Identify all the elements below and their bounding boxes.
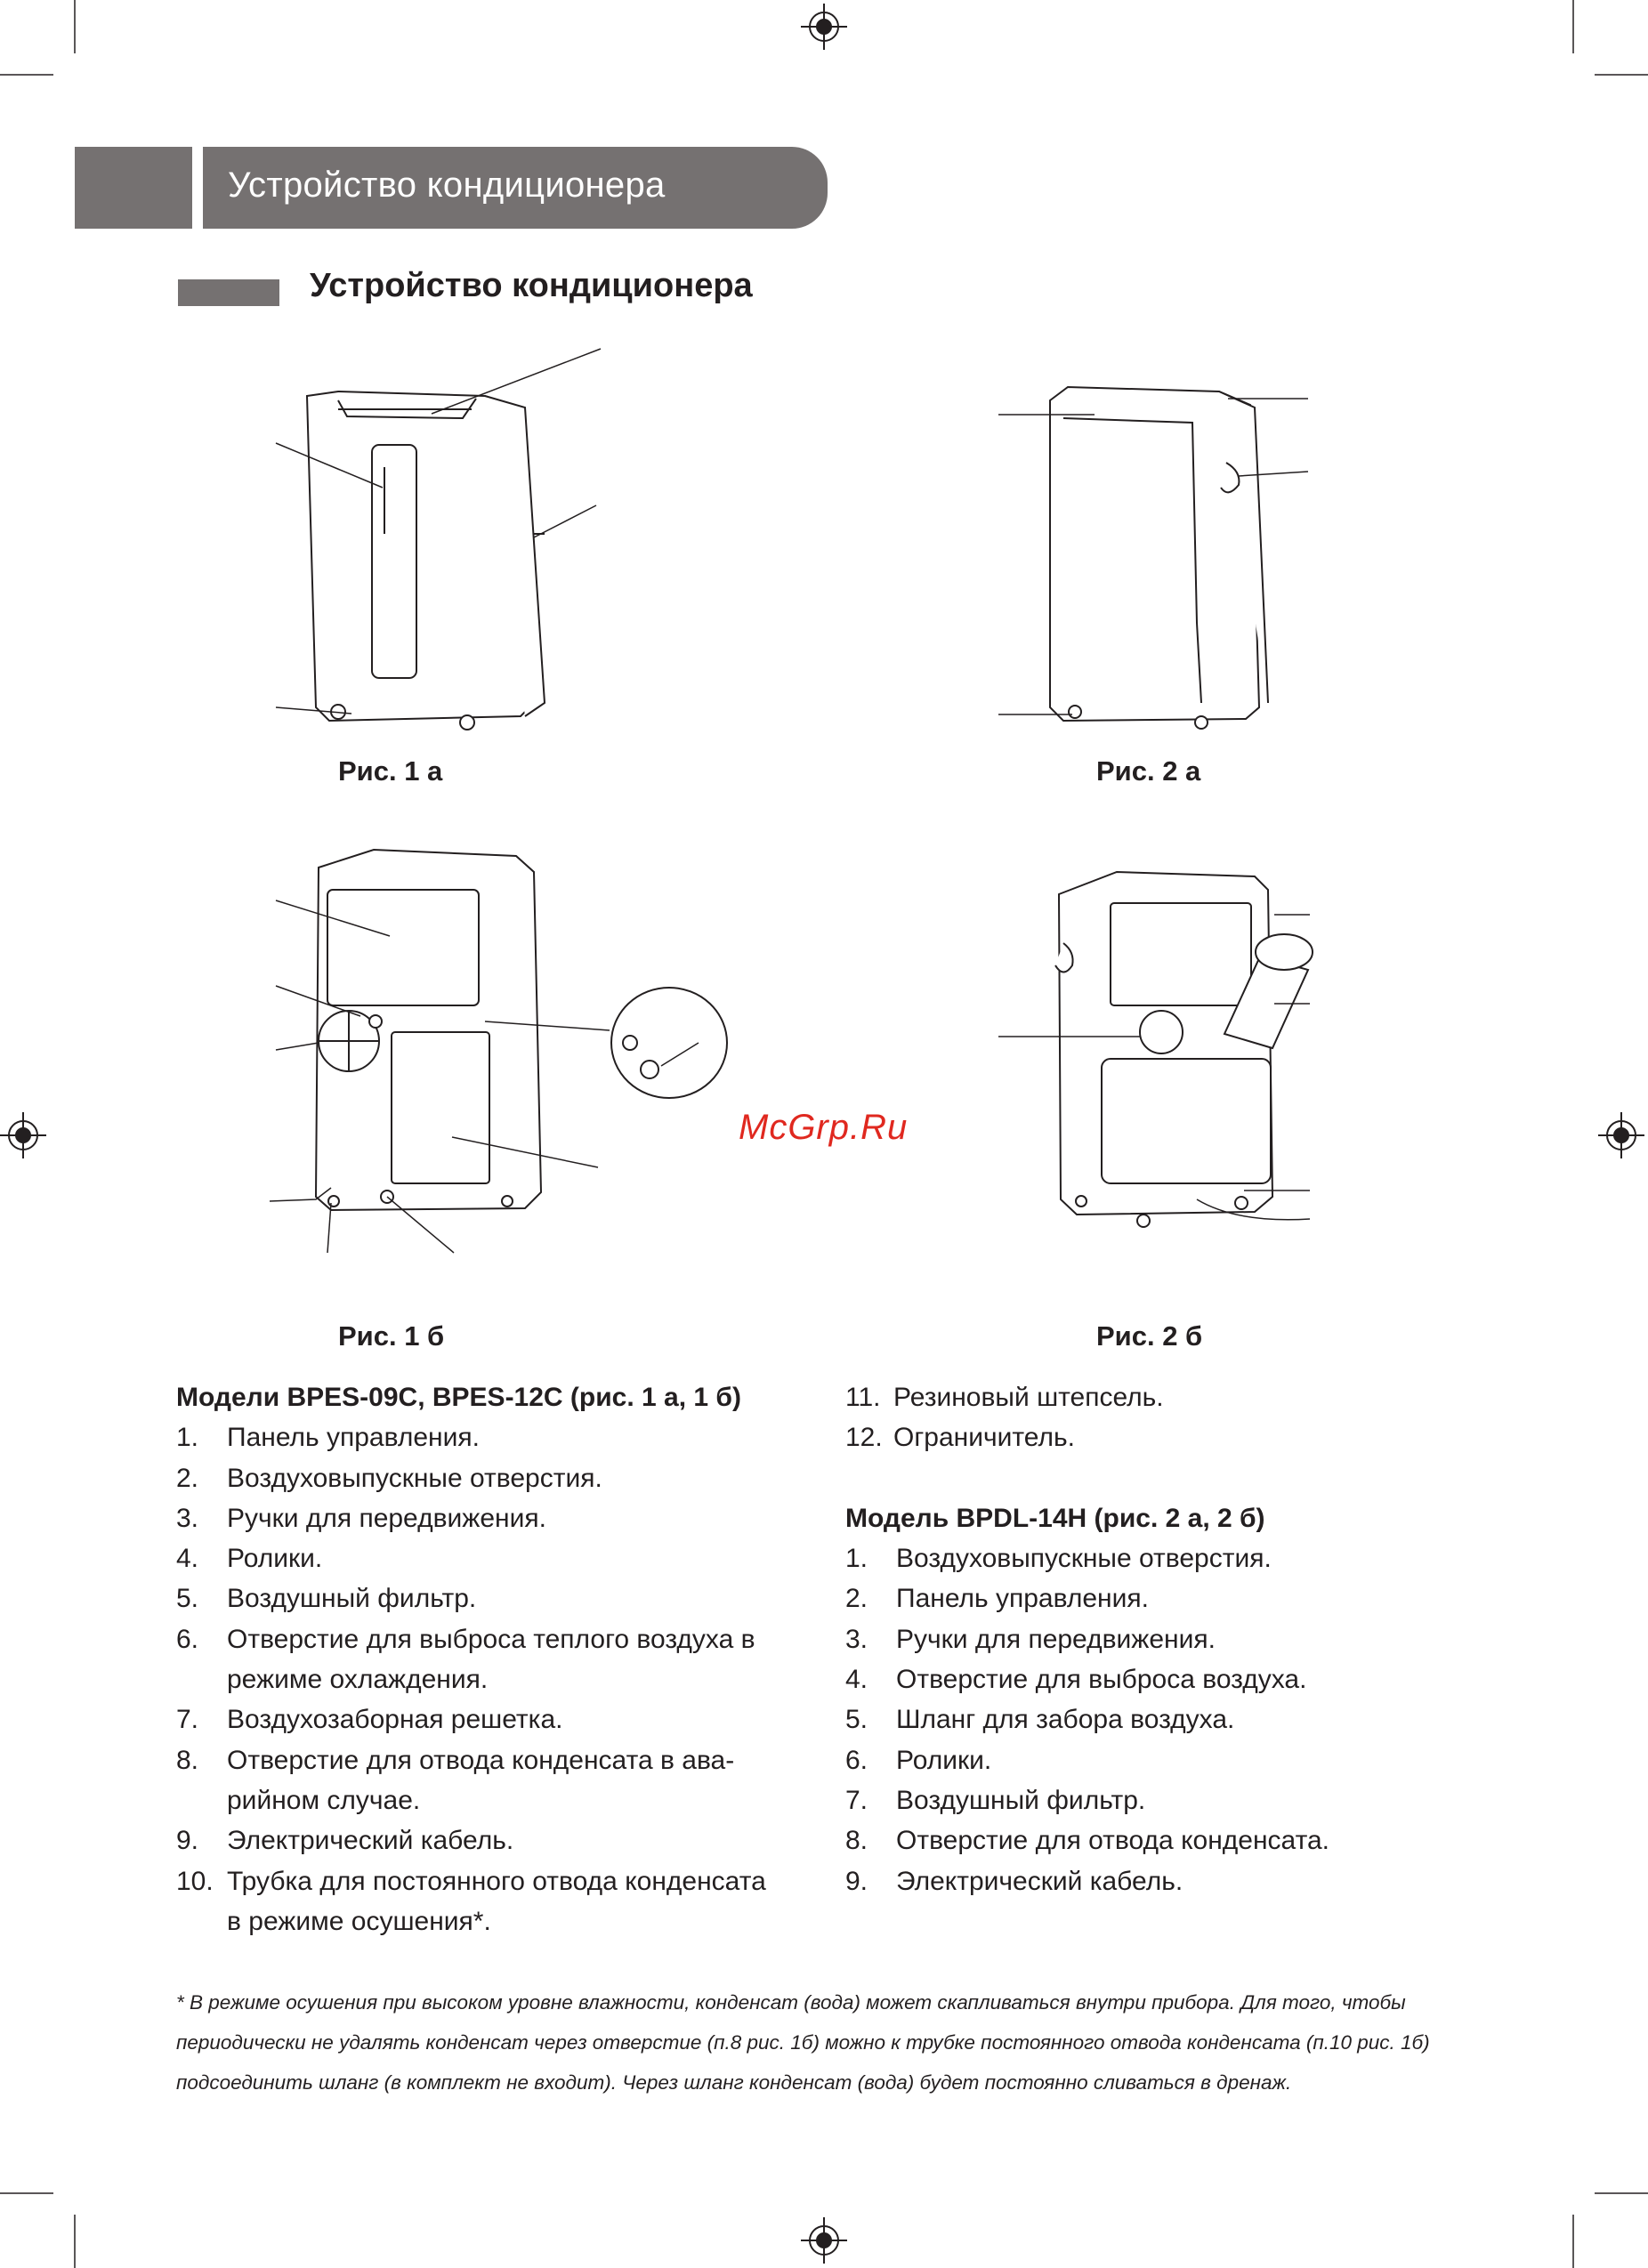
header-tab-block <box>75 147 192 229</box>
models-bpes-items: 1. Панель управления. 2. Воздуховыпускные о… <box>176 1417 817 1941</box>
list-item-text: Отверстие для отвода конденсата. <box>896 1826 1329 1856</box>
header-bar <box>203 147 828 229</box>
list-item-text: Ручки для передвижения. <box>227 1503 546 1533</box>
list-item-text: Шланг для забора воздуха. <box>896 1705 1235 1735</box>
list-item: 2. Воздуховыпускные отверстия. <box>176 1458 817 1498</box>
unit-front-1a-illustration <box>305 390 546 730</box>
footnote-line: * В режиме осушения при высоком уровне в… <box>176 1991 1406 2014</box>
unit-rear-1b-illustration <box>314 848 728 1212</box>
watermark: McGrp.Ru <box>739 1108 909 1147</box>
list-item-text: Воздушный фильтр. <box>896 1785 1146 1815</box>
section-marker <box>178 279 279 306</box>
leader-lines-2b <box>998 914 1311 1221</box>
list-item-number: 1. <box>845 1544 868 1574</box>
list-item-text: Трубка для постоянного отвода конденсата <box>227 1866 766 1896</box>
list-item-number: 4. <box>176 1544 199 1574</box>
list-item: 1. Воздуховыпускные отверстия. <box>845 1538 1468 1578</box>
list-item: 3. Ручки для передвижения. <box>845 1619 1468 1659</box>
list-item: 4. Ролики. <box>176 1538 817 1578</box>
list-item-text: Резиновый штепсель. <box>893 1383 1164 1412</box>
list-item-number: 8. <box>176 1745 199 1775</box>
list-item: 2. Панель управления. <box>845 1578 1468 1618</box>
list-item-number: 1. <box>176 1423 199 1453</box>
list-item-text: Ручки для передвижения. <box>896 1624 1216 1654</box>
list-item-number: 8. <box>845 1826 868 1856</box>
list-item-text: Панель управления. <box>896 1584 1149 1614</box>
footnote: * В режиме осушения при высоком уровне в… <box>176 1982 1475 2103</box>
list-item: 3. Ручки для передвижения. <box>176 1498 817 1538</box>
leader-lines-2a <box>998 398 1309 715</box>
list-item-number: 2. <box>176 1463 199 1493</box>
list-item-number: 9. <box>845 1866 868 1896</box>
leader-lines-1a <box>275 348 602 714</box>
list-item-text: Ролики. <box>896 1745 992 1775</box>
list-item-number: 6. <box>176 1624 199 1654</box>
list-item: 10. Трубка для постоянного отвода конденс… <box>176 1861 817 1942</box>
list-item: 12. Ограничитель. <box>845 1417 1468 1457</box>
list-item-text: Электрический кабель. <box>896 1866 1183 1896</box>
figure-caption-1a: Рис. 1 а <box>338 755 443 787</box>
list-item-text: Электрический кабель. <box>227 1826 514 1856</box>
list-item-number: 2. <box>845 1584 868 1614</box>
list-item-number: 5. <box>845 1705 868 1735</box>
models-right-column: 11. Резиновый штепсель. 12. Ограничитель. М… <box>845 1377 1468 1901</box>
unit-rear-2b-illustration <box>1054 870 1313 1228</box>
list-item: 7. Воздухозаборная решетка. <box>176 1699 817 1739</box>
list-item-text: Отверстие для выброса воздуха. <box>896 1665 1307 1695</box>
registration-marks <box>0 4 1644 2264</box>
list-item-number: 3. <box>845 1624 868 1654</box>
models-bpes-items-continued: 11. Резиновый штепсель. 12. Ограничитель. <box>845 1377 1468 1458</box>
list-item-text: в режиме осушения*. <box>227 1906 491 1936</box>
section-title: Устройство кондиционера <box>310 267 753 304</box>
list-item-number: 12. <box>845 1423 883 1453</box>
footnote-line: подсоединить шланг (в комплект не входит… <box>176 2071 1292 2094</box>
list-spacer <box>845 1458 1468 1498</box>
footnote-line: периодически не удалять конденсат через … <box>176 2031 1430 2054</box>
model-bpdl-items: 1. Воздуховыпускные отверстия. 2. Панель уп… <box>845 1538 1468 1901</box>
list-item-text: Воздухозаборная решетка. <box>227 1705 563 1735</box>
figure-caption-1b: Рис. 1 б <box>338 1320 445 1352</box>
list-item-text: режиме охлаждения. <box>227 1665 489 1695</box>
list-item: 4. Отверстие для выброса воздуха. <box>845 1659 1468 1699</box>
figure-caption-2b: Рис. 2 б <box>1096 1320 1203 1352</box>
list-item-number: 7. <box>176 1705 199 1735</box>
model-bpdl-heading: Модель BPDL-14H (рис. 2 а, 2 б) <box>845 1503 1265 1533</box>
list-item: 8. Отверстие для отвода конденсата. <box>845 1820 1468 1860</box>
list-item-text: Воздуховыпускные отверстия. <box>227 1463 602 1493</box>
list-item: 9. Электрический кабель. <box>845 1861 1468 1901</box>
models-bpes-list: Модели BPES-09C, BPES-12C (рис. 1 а, 1 б… <box>176 1377 817 1941</box>
list-item-number: 10. <box>176 1866 214 1896</box>
figure-caption-2a: Рис. 2 а <box>1096 755 1201 787</box>
list-item: 7. Воздушный фильтр. <box>845 1780 1468 1820</box>
list-item-text: Ограничитель. <box>893 1423 1075 1453</box>
list-item-number: 7. <box>845 1785 868 1815</box>
list-item: 5. Шланг для забора воздуха. <box>845 1699 1468 1739</box>
models-bpes-heading: Модели BPES-09C, BPES-12C (рис. 1 а, 1 б… <box>176 1383 741 1412</box>
leader-lines-1b <box>269 900 699 1254</box>
list-item-number: 4. <box>845 1665 868 1695</box>
list-item-text: Воздуховыпускные отверстия. <box>896 1544 1272 1574</box>
list-item-text: рийном случае. <box>227 1785 421 1815</box>
list-item: 5. Воздушный фильтр. <box>176 1578 817 1618</box>
list-item-number: 9. <box>176 1826 199 1856</box>
list-item: 6. Отверстие для выброса теплого воздуха … <box>176 1619 817 1700</box>
unit-front-2a-illustration <box>1049 385 1269 730</box>
list-item-text: Панель управления. <box>227 1423 480 1453</box>
list-item: 11. Резиновый штепсель. <box>845 1377 1468 1417</box>
list-item: 6. Ролики. <box>845 1740 1468 1780</box>
list-item: 1. Панель управления. <box>176 1417 817 1457</box>
list-item-text: Ролики. <box>227 1544 323 1574</box>
list-item-number: 3. <box>176 1503 199 1533</box>
list-item-number: 6. <box>845 1745 868 1775</box>
list-item-number: 5. <box>176 1584 199 1614</box>
list-item: 9. Электрический кабель. <box>176 1820 817 1860</box>
header-title: Устройство кондиционера <box>228 165 666 205</box>
list-item-text: Отверстие для отвода конденсата в ава- <box>227 1745 735 1775</box>
list-item: 8. Отверстие для отвода конденсата в ава-… <box>176 1740 817 1821</box>
list-item-text: Отверстие для выброса теплого воздуха в <box>227 1624 755 1654</box>
list-item-number: 11. <box>845 1383 881 1412</box>
list-item-text: Воздушный фильтр. <box>227 1584 477 1614</box>
